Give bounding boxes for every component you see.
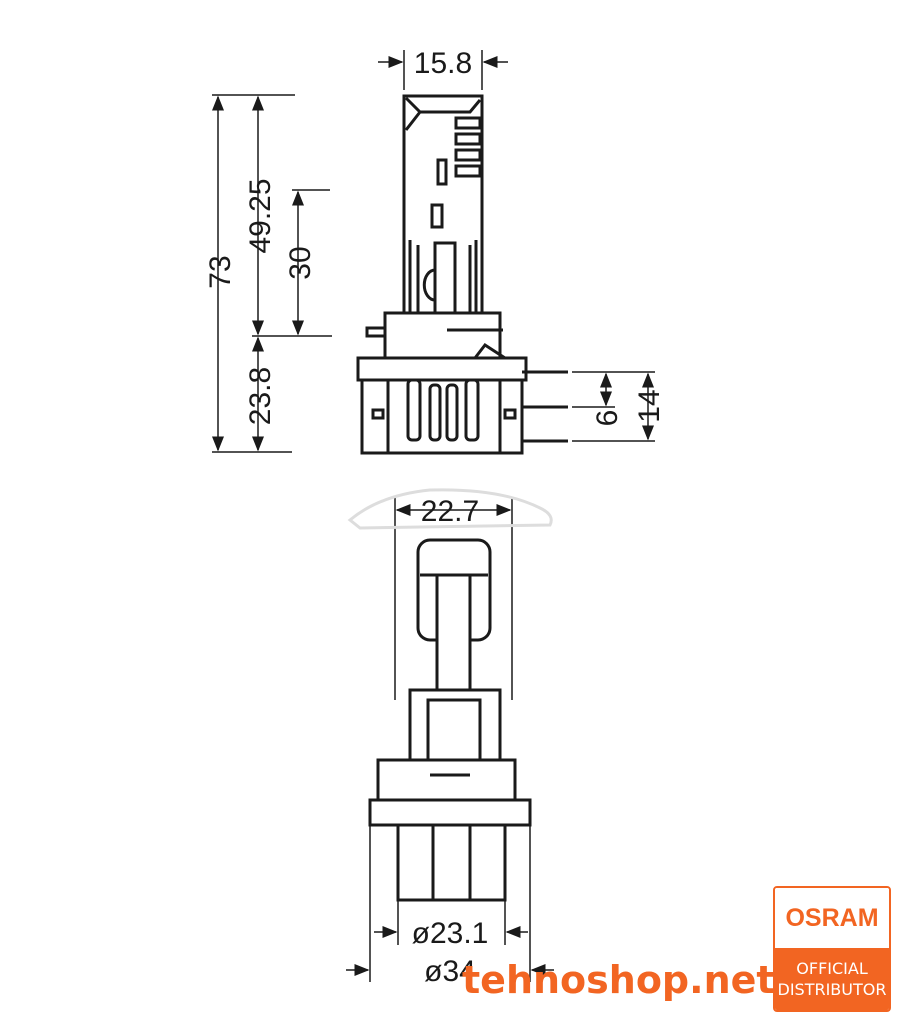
logo-tagline: OFFICIAL DISTRIBUTOR	[775, 948, 889, 1010]
dim-inner-diameter: ø23.1	[412, 917, 489, 950]
dim-top-width: 15.8	[414, 47, 472, 80]
osram-distributor-logo: OSRAM OFFICIAL DISTRIBUTOR	[773, 886, 891, 1012]
bulb-side-view	[356, 94, 568, 455]
logo-line1: OFFICIAL	[796, 959, 868, 978]
car-watermark-icon	[347, 488, 553, 530]
dimension-lines	[212, 50, 655, 982]
dim-base-height: 23.8	[244, 367, 277, 425]
logo-line2: DISTRIBUTOR	[777, 980, 887, 999]
bulb-front-view	[368, 538, 532, 902]
dim-upper-height: 49.25	[244, 178, 277, 253]
site-watermark: tehnoshop.net	[462, 958, 775, 1002]
dim-pin-span: 14	[633, 389, 666, 422]
logo-brand: OSRAM	[775, 888, 889, 948]
dim-outer-diameter: ø34	[424, 955, 476, 988]
dim-bottom-width: 22.7	[421, 495, 479, 528]
dim-led-height: 30	[284, 246, 317, 279]
dim-pin-spacing: 6	[591, 410, 624, 427]
dim-overall-height: 73	[204, 255, 237, 288]
dimension-labels: 15.8 73 49.25 30 23.8 6 14 22.7 ø23.1 ø3…	[204, 47, 666, 988]
